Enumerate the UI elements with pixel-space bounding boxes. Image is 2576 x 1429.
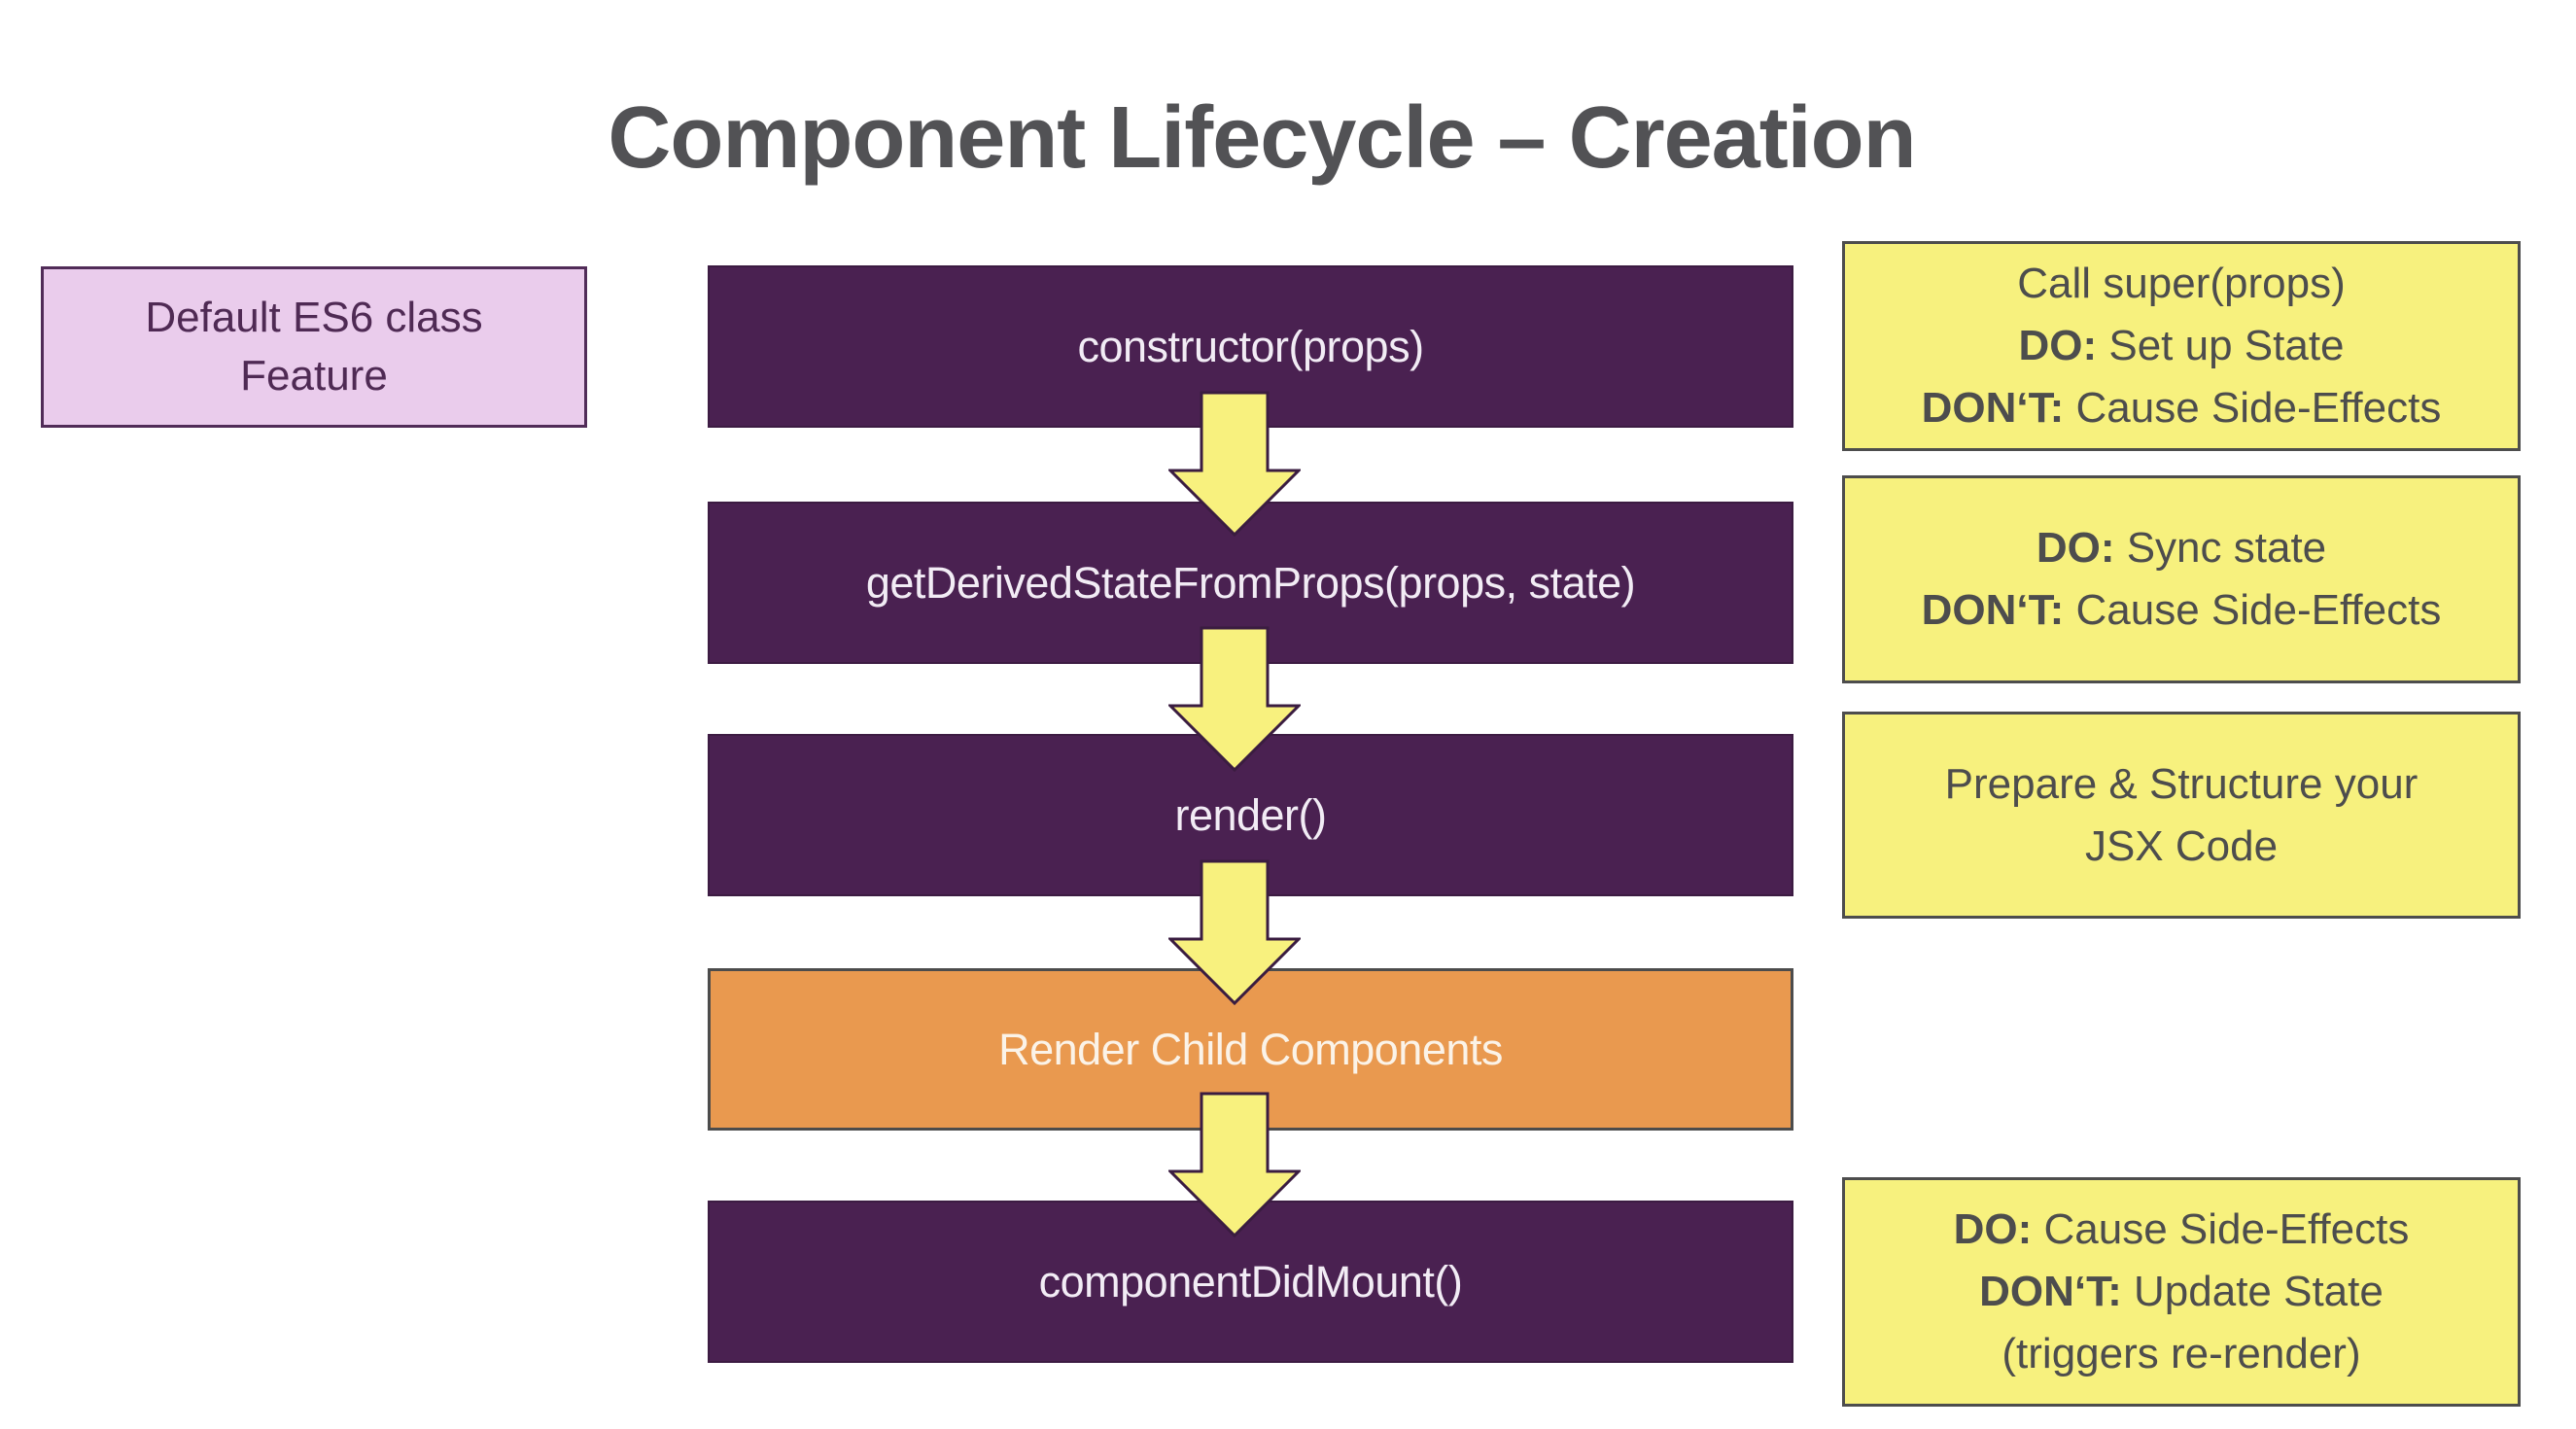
note-line: DON‘T: Update State bbox=[1979, 1268, 2384, 1315]
note-constructor: Call super(props) DO: Set up State DON‘T… bbox=[1842, 241, 2521, 451]
note-line: DO: Set up State bbox=[2018, 322, 2345, 369]
note-line: Prepare & Structure your bbox=[1944, 759, 2419, 808]
step-component-did-mount: componentDidMount() bbox=[708, 1201, 1793, 1363]
down-arrow-icon bbox=[1168, 859, 1301, 1005]
note-line: DO: Sync state bbox=[2036, 524, 2327, 572]
note-line: DON‘T: Cause Side-Effects bbox=[1921, 384, 2442, 432]
down-arrow-icon bbox=[1168, 391, 1301, 537]
step-label: constructor(props) bbox=[1077, 321, 1424, 371]
note-render: Prepare & Structure your JSX Code bbox=[1842, 712, 2521, 919]
side-label-line: Feature bbox=[240, 352, 388, 400]
note-component-did-mount: DO: Cause Side-Effects DON‘T: Update Sta… bbox=[1842, 1177, 2521, 1407]
note-line: Call super(props) bbox=[2017, 260, 2346, 307]
step-label: Render Child Components bbox=[998, 1024, 1503, 1074]
step-label: getDerivedStateFromProps(props, state) bbox=[865, 557, 1636, 608]
note-line: DON‘T: Cause Side-Effects bbox=[1921, 586, 2442, 634]
default-es6-class-feature-label: Default ES6 class Feature bbox=[41, 266, 587, 428]
down-arrow-icon bbox=[1168, 1092, 1301, 1237]
step-label: render() bbox=[1174, 789, 1327, 840]
note-get-derived-state: DO: Sync state DON‘T: Cause Side-Effects bbox=[1842, 475, 2521, 683]
note-line: JSX Code bbox=[2084, 821, 2279, 870]
page-title: Component Lifecycle – Creation bbox=[608, 89, 1916, 187]
side-label-line: Default ES6 class bbox=[145, 294, 483, 341]
note-line: (triggers re-render) bbox=[2002, 1330, 2361, 1377]
down-arrow-icon bbox=[1168, 626, 1301, 772]
note-line: DO: Cause Side-Effects bbox=[1953, 1205, 2410, 1253]
step-label: componentDidMount() bbox=[1038, 1256, 1463, 1307]
